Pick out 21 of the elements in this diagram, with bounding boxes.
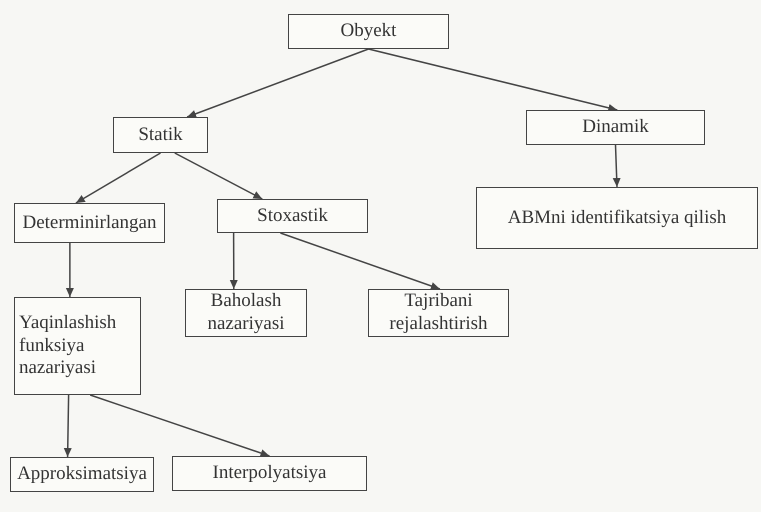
arrow: [174, 152, 263, 200]
arrow: [66, 243, 74, 297]
process-box: Obyekt: [288, 14, 449, 49]
process-box: Determinirlangan: [14, 203, 165, 243]
process-box: Yaqinlashish funksiya nazariyasi: [14, 297, 141, 395]
process-box: ABMni identifikatsiya qilish: [476, 187, 758, 249]
arrow: [76, 152, 161, 204]
arrow: [90, 394, 270, 457]
process-box: Baholash nazariyasi: [185, 289, 307, 337]
arrow: [186, 48, 369, 118]
process-box: Interpolyatsiya: [172, 456, 367, 491]
process-box: Dinamik: [526, 110, 705, 145]
arrow: [368, 48, 618, 112]
process-box: Approksimatsiya: [10, 457, 154, 492]
arrow: [230, 233, 238, 289]
process-box: Tajribani rejalashtirish: [368, 289, 509, 337]
process-box: Stoxastik: [217, 199, 368, 233]
arrow: [280, 232, 440, 290]
process-box: Statik: [113, 117, 208, 153]
arrow: [64, 394, 72, 458]
arrow: [612, 144, 621, 188]
